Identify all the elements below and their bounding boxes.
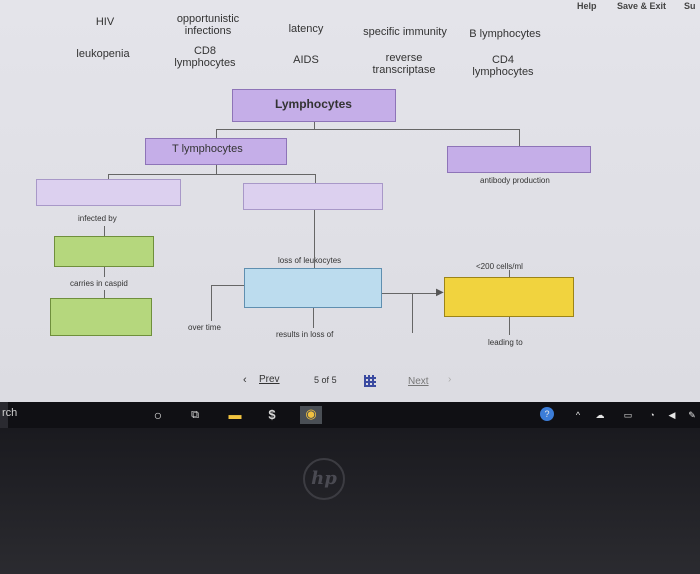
term-leukopenia[interactable]: leukopenia (76, 48, 130, 60)
carries-in-caspid-label: carries in caspid (70, 279, 128, 288)
term-aids[interactable]: AIDS (293, 54, 319, 66)
term-opportunistic-infections[interactable]: opportunistic infections (176, 13, 240, 37)
connector (104, 290, 105, 298)
submit-link[interactable]: Su (684, 1, 696, 11)
term-cd4-lymphocytes[interactable]: CD4 lymphocytes (472, 54, 534, 78)
connector (314, 122, 315, 129)
pen-icon[interactable]: ✎ (688, 410, 696, 420)
onedrive-icon[interactable]: ☁ (595, 410, 605, 420)
prev-chevron-icon[interactable]: ‹ (243, 374, 247, 386)
dollar-app-icon[interactable]: $ (268, 407, 276, 422)
page-current: 5 (314, 375, 320, 385)
help-link[interactable]: Help (577, 1, 597, 11)
help-tray-icon[interactable]: ? (540, 407, 554, 421)
grid-icon[interactable] (364, 375, 376, 387)
drop-box-center-lavender[interactable] (243, 183, 383, 210)
connector (108, 174, 316, 175)
next-link[interactable]: Next (408, 376, 429, 387)
t-lymphocytes-label: T lymphocytes (172, 143, 243, 155)
root-box-lymphocytes[interactable]: Lymphocytes (232, 89, 396, 122)
t-lymphocytes-box[interactable]: T lymphocytes (145, 138, 287, 165)
term-b-lymphocytes[interactable]: B lymphocytes (469, 28, 541, 40)
page-total: 5 (331, 375, 337, 385)
windows-taskbar: rch ○ ⧉ ▬ $ ◉ ? ^ ☁ ▭ ◔ ◀ ✎ (0, 402, 700, 428)
connector (509, 270, 510, 277)
laptop-bezel (0, 428, 700, 574)
search-partial-text[interactable]: rch (2, 407, 18, 419)
drop-box-green-top[interactable] (54, 236, 154, 267)
next-chevron-icon[interactable]: › (448, 374, 452, 385)
drop-box-left-lavender[interactable] (36, 179, 181, 206)
connector (104, 226, 105, 236)
wifi-icon[interactable]: ◔ (649, 410, 655, 420)
connector (104, 267, 105, 277)
connector (108, 174, 109, 179)
task-view-icon[interactable]: ⧉ (191, 409, 199, 421)
drop-box-b-branch[interactable] (447, 146, 591, 173)
results-in-loss-of-label: results in loss of (276, 330, 334, 339)
loss-of-leukocytes-label: loss of leukocytes (278, 256, 342, 265)
chrome-icon[interactable]: ◉ (300, 406, 322, 424)
drop-box-blue[interactable] (244, 268, 382, 308)
leading-to-label: leading to (488, 338, 523, 347)
chevron-up-icon[interactable]: ^ (575, 410, 581, 420)
file-explorer-icon[interactable]: ▬ (228, 407, 242, 422)
save-exit-link[interactable]: Save & Exit (617, 1, 667, 11)
over-time-label: over time (188, 323, 221, 332)
term-specific-immunity[interactable]: specific immunity (363, 26, 447, 38)
infected-by-label: infected by (78, 214, 117, 223)
connector (315, 174, 316, 183)
connector (216, 165, 217, 174)
connector (313, 308, 314, 328)
battery-icon[interactable]: ▭ (623, 410, 633, 420)
root-label: Lymphocytes (275, 97, 352, 111)
cortana-icon[interactable]: ○ (153, 407, 163, 423)
term-hiv[interactable]: HIV (95, 16, 115, 28)
connector (412, 293, 413, 333)
antibody-production-label: antibody production (480, 176, 550, 185)
connector (211, 285, 244, 286)
connector (216, 129, 217, 138)
connector (211, 285, 212, 321)
cells-threshold-label: <200 cells/ml (476, 262, 523, 271)
search-box-edge[interactable] (0, 402, 8, 428)
drop-box-yellow[interactable] (444, 277, 574, 317)
term-cd8-lymphocytes[interactable]: CD8 lymphocytes (174, 45, 236, 69)
connector (314, 210, 315, 268)
term-reverse-transcriptase[interactable]: reverse transcriptase (372, 52, 436, 76)
arrow-head-icon: ▶ (436, 287, 444, 298)
term-latency[interactable]: latency (288, 23, 324, 35)
prev-link[interactable]: Prev (259, 374, 280, 385)
page-of: of (321, 375, 330, 385)
connector (509, 317, 510, 335)
connector (519, 129, 520, 146)
concept-map-screen: Help Save & Exit Su HIV opportunistic in… (0, 0, 700, 402)
hp-logo-icon: hp (303, 458, 345, 500)
page-indicator: 5 of 5 (314, 375, 337, 385)
arrow-line (382, 293, 438, 294)
volume-icon[interactable]: ◀ (668, 410, 676, 420)
connector (216, 129, 520, 130)
drop-box-green-bottom[interactable] (50, 298, 152, 336)
